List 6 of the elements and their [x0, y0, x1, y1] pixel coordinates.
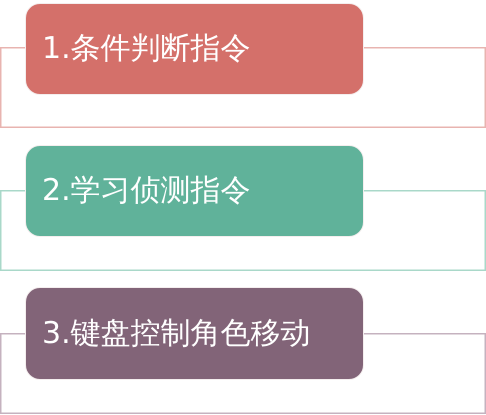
list-item-box: [25, 145, 364, 237]
list-item-box: [25, 287, 364, 380]
item-title: 1.条件判断指令: [42, 31, 251, 67]
item-title: 3.键盘控制角色移动: [42, 316, 311, 352]
item-title: 2.学习侦测指令: [42, 173, 251, 209]
list-item-box: [25, 3, 364, 95]
